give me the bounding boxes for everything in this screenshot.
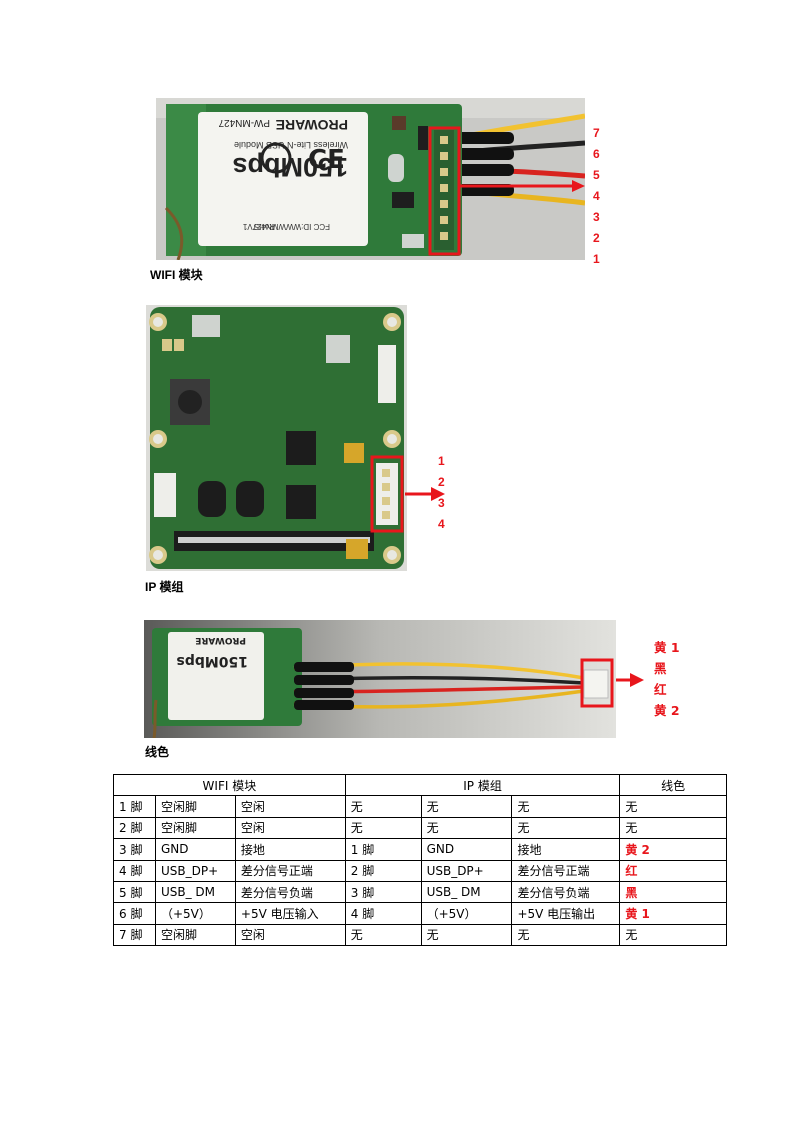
wifi-pin-label-4: 4 [593,189,600,203]
cable-photo: 150Mbps PROWARE [144,620,616,738]
rohs-text: RoHS [254,222,275,231]
table-row: 1 脚空闲脚空闲无无无无 [113,795,727,818]
table-cell: 空闲 [234,923,346,947]
table-cell: GND [154,838,236,861]
wifi-pin-highlight [428,126,461,256]
table-cell: 黄 1 [619,902,727,925]
cable-color-label-black: 黑 [654,661,667,676]
brand-text: PROWARE [276,117,348,133]
wifi-pin-label-2: 2 [593,231,600,245]
table-cell: GND [420,838,513,861]
table-cell: 差分信号正端 [234,859,346,882]
table-cell: 无 [344,795,422,818]
table-cell: 空闲 [234,795,346,818]
ip-pin-label-1: 1 [438,454,445,468]
table-cell: 无 [344,923,422,947]
ip-caption: IP 模组 [145,580,184,594]
table-cell: USB_DP+ [154,859,236,882]
table-cell: 3 脚 [113,838,156,861]
table-cell: 无 [420,923,513,947]
cable-color-label-red: 红 [654,682,667,697]
ip-pin-label-3: 3 [438,496,445,510]
table-cell: 3 脚 [344,880,422,904]
module-desc-text: Wireless Lite-N USB Module [234,140,348,150]
cable-color-label-yellow1: 黄 1 [654,640,680,655]
table-cell: 无 [619,816,727,840]
table-cell: 6 脚 [113,902,156,925]
table-cell: 无 [511,923,621,947]
table-cell: 无 [420,816,513,840]
table-cell: 7 脚 [113,923,156,947]
cable-color-label-yellow2: 黄 2 [654,703,680,718]
table-cell: USB_DP+ [420,859,513,882]
ip-pin-label-4: 4 [438,517,445,531]
table-cell: 黑 [619,880,727,904]
table-cell: 差分信号负端 [234,880,346,904]
table-cell: 无 [619,923,727,947]
wifi-pin-label-3: 3 [593,210,600,224]
wifi-caption: WIFI 模块 [150,268,203,282]
table-cell: （+5V） [420,902,513,925]
table-cell: 接地 [234,838,346,861]
table-cell: 空闲脚 [154,923,236,947]
header-wifi-module: WIFI 模块 [113,773,346,797]
table-cell: 无 [619,795,727,818]
wifi-module-photo: FCC ID:WWWMN427V1 RoHS 150Mbps Wireless … [156,98,585,260]
table-cell: 2 脚 [113,816,156,840]
table-cell: 无 [420,795,513,818]
table-cell: 5 脚 [113,880,156,904]
ip-pin-highlight [370,455,404,533]
table-cell: 无 [511,816,621,840]
cable-connector-highlight [580,658,614,708]
table-cell: 红 [619,859,727,882]
table-cell: 4 脚 [344,902,422,925]
table-cell: 无 [511,795,621,818]
fcc-id-text: FCC ID:WWWMN427V1 [242,222,330,231]
table-cell: USB_ DM [154,880,236,904]
table-cell: +5V 电压输出 [511,902,621,925]
cable-caption: 线色 [145,745,170,759]
table-cell: 差分信号正端 [511,859,621,882]
wifi-pin-label-7: 7 [593,126,600,140]
table-header-row: WIFI 模块 IP 模组 线色 [113,773,727,797]
table-cell: 4 脚 [113,859,156,882]
model-text: PW-MN427 [218,117,270,128]
table-cell: USB_ DM [420,880,513,904]
table-cell: 空闲脚 [154,795,236,818]
cable-arrow [616,673,644,687]
ip-module-photo [146,305,407,571]
wifi-pin-label-6: 6 [593,147,600,161]
svg-text:PROWARE: PROWARE [195,635,246,645]
table-row: 7 脚空闲脚空闲无无无无 [113,923,727,947]
table-cell: 无 [344,816,422,840]
header-ip-module: IP 模组 [344,773,621,797]
table-cell: +5V 电压输入 [234,902,346,925]
ip-pin-label-2: 2 [438,475,445,489]
wifi-pin-label-1: 1 [593,252,600,266]
table-cell: 黄 2 [619,838,727,861]
table-cell: 接地 [511,838,621,861]
ip-pin-arrow [405,487,445,501]
info-icon [260,142,292,174]
table-cell: 1 脚 [344,838,422,861]
table-cell: 差分信号负端 [511,880,621,904]
table-cell: 空闲脚 [154,816,236,840]
header-wire-color: 线色 [619,773,727,797]
svg-text:150Mbps: 150Mbps [176,653,248,669]
table-cell: 2 脚 [344,859,422,882]
table-row: 2 脚空闲脚空闲无无无无 [113,816,727,840]
table-cell: 1 脚 [113,795,156,818]
table-cell: 空闲 [234,816,346,840]
ce-mark-icon: CE [308,145,345,175]
wifi-pin-label-5: 5 [593,168,600,182]
table-cell: （+5V） [154,902,236,925]
